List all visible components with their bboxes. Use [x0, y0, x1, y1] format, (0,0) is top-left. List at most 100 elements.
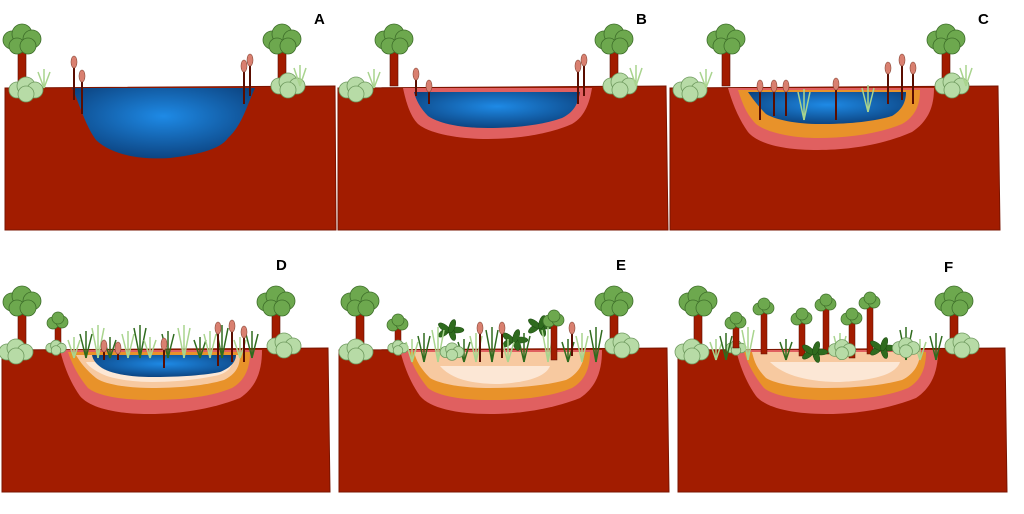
grass-icon: [589, 327, 603, 363]
grass-icon: [193, 337, 207, 359]
shrub-icon: [45, 339, 67, 356]
shrub-icon: [439, 342, 465, 361]
shrub-icon: [338, 76, 374, 103]
young-tree-icon: [752, 297, 775, 355]
grass-icon: [367, 69, 381, 89]
cattail-icon: [756, 79, 764, 120]
cattail-icon: [770, 79, 778, 116]
young-tree-icon: [724, 311, 747, 349]
grass-icon: [133, 325, 147, 359]
vegetation-layer: [0, 23, 980, 368]
grass-icon: [67, 337, 81, 359]
panel-b: B: [337, 11, 669, 231]
lake-water: [414, 92, 580, 128]
grass-icon: [575, 333, 589, 363]
cattail-icon: [246, 53, 254, 96]
tree-icon: [934, 285, 974, 349]
cattail-icon: [240, 325, 248, 362]
tree-icon: [2, 285, 42, 349]
shrub-icon: [674, 338, 710, 365]
fern-icon: [870, 337, 897, 359]
tree-icon: [374, 23, 414, 87]
cattail-icon: [412, 67, 420, 96]
cattail-icon: [160, 337, 168, 368]
grass-icon: [245, 331, 259, 359]
grass-icon: [37, 69, 51, 89]
panel-e: E: [338, 257, 670, 493]
young-tree-icon: [46, 311, 69, 349]
cattail-icon: [498, 321, 506, 358]
tree-icon: [262, 23, 302, 87]
grass-icon: [699, 69, 713, 89]
tree-icon: [594, 23, 634, 87]
grass-icon: [177, 325, 191, 359]
grass-icon: [779, 339, 793, 361]
shrub-icon: [266, 332, 302, 359]
cattail-icon: [898, 53, 906, 100]
grass-icon: [79, 331, 93, 359]
lake-water: [72, 88, 255, 159]
grass-icon: [143, 337, 157, 359]
grass-icon: [121, 331, 135, 359]
cattail-icon: [240, 59, 248, 104]
young-tree-icon: [542, 309, 565, 361]
tree-icon: [2, 23, 42, 87]
young-tree-icon: [840, 307, 863, 359]
panel-label: A: [314, 11, 325, 28]
grass-icon: [517, 333, 531, 363]
tree-icon: [926, 23, 966, 87]
young-tree-icon: [386, 313, 409, 349]
cattail-icon: [574, 59, 582, 104]
shrub-icon: [604, 332, 640, 359]
fern-icon: [438, 319, 465, 341]
panel-label: E: [616, 257, 626, 274]
cattail-icon: [214, 321, 222, 366]
tree-icon: [256, 285, 296, 349]
tree-icon: [340, 285, 380, 349]
cattail-icon: [70, 55, 78, 100]
shrub-icon: [827, 339, 856, 361]
cattail-icon: [580, 53, 588, 96]
cattail-icon: [228, 319, 236, 362]
cattail-icon: [425, 79, 433, 104]
panel-label: F: [944, 259, 953, 276]
young-tree-icon: [790, 307, 813, 357]
cattail-icon: [884, 61, 892, 104]
grass-icon: [709, 339, 723, 361]
panel-f: F: [677, 259, 1008, 493]
young-tree-icon: [814, 293, 837, 355]
grass-icon: [959, 65, 973, 87]
cattail-icon: [832, 77, 840, 120]
panel-d: D: [1, 257, 331, 493]
shrub-icon: [891, 337, 920, 359]
grass-icon: [417, 333, 431, 363]
shrub-icon: [672, 76, 708, 103]
shrub-icon: [270, 72, 306, 99]
peat-layer-pale: [440, 366, 550, 384]
fern-icon: [802, 341, 829, 363]
grass-icon: [203, 331, 217, 359]
grass-icon: [405, 339, 419, 363]
shrub-icon: [944, 332, 980, 359]
shrub-icon: [0, 338, 34, 365]
cattail-icon: [568, 321, 576, 356]
cattail-icon: [782, 79, 790, 116]
tree-icon: [706, 23, 746, 87]
cattail-icon: [100, 339, 108, 360]
grass-icon: [741, 327, 755, 361]
cattail-icon: [476, 321, 484, 362]
cattail-icon: [114, 341, 122, 360]
grass-icon: [485, 327, 499, 363]
peat-layer-pale: [770, 362, 900, 382]
grass-icon: [293, 65, 307, 87]
cattail-icon: [78, 69, 86, 114]
tree-icon: [678, 285, 718, 349]
shrub-icon: [387, 339, 409, 356]
shrub-icon: [338, 338, 374, 365]
grass-icon: [719, 333, 733, 361]
grass-icon: [797, 89, 811, 121]
shrub-icon: [602, 72, 638, 99]
panel-c: C: [669, 11, 1001, 231]
grass-icon: [629, 65, 643, 87]
